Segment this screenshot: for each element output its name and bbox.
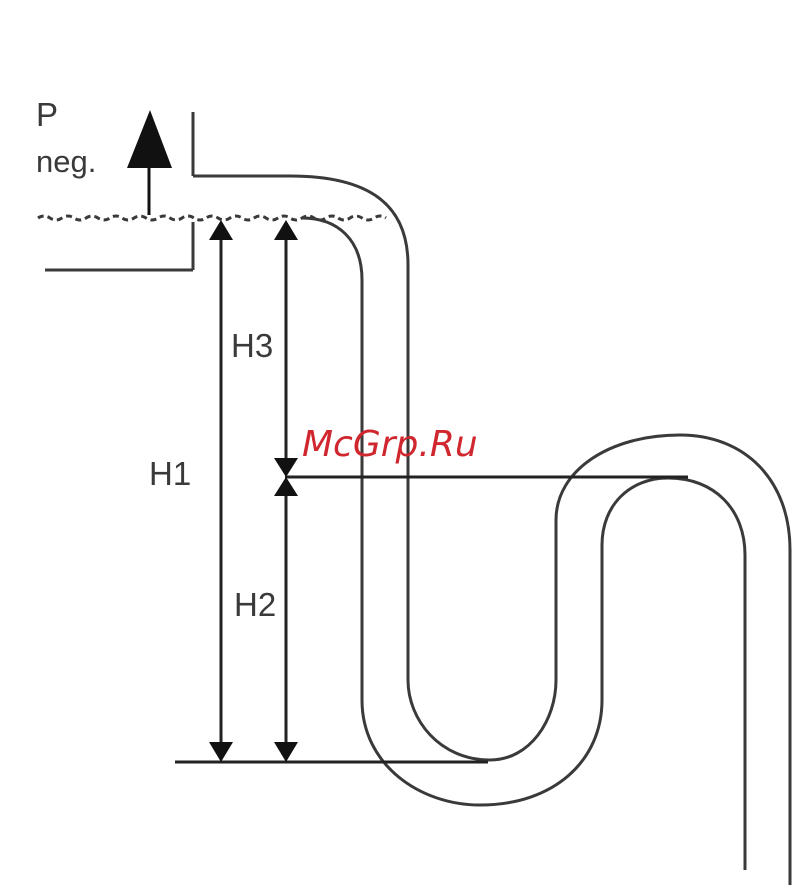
h2-label: H2 xyxy=(234,586,276,623)
liquid-surface xyxy=(38,216,386,220)
h1-label: H1 xyxy=(149,455,191,492)
watermark-text: McGrp.Ru xyxy=(302,424,478,465)
h1-dimension-arrow xyxy=(209,220,233,762)
tank-outline xyxy=(45,112,193,270)
h3-dimension-arrow xyxy=(274,220,298,477)
pressure-symbol-label: P xyxy=(36,96,58,133)
pressure-arrow-icon xyxy=(127,110,172,215)
siphon-pipe-inner xyxy=(302,218,745,870)
pressure-note-label: neg. xyxy=(36,144,96,179)
h3-label: H3 xyxy=(231,327,273,364)
h2-dimension-arrow xyxy=(274,477,298,762)
siphon-pipe-outer xyxy=(193,176,790,885)
